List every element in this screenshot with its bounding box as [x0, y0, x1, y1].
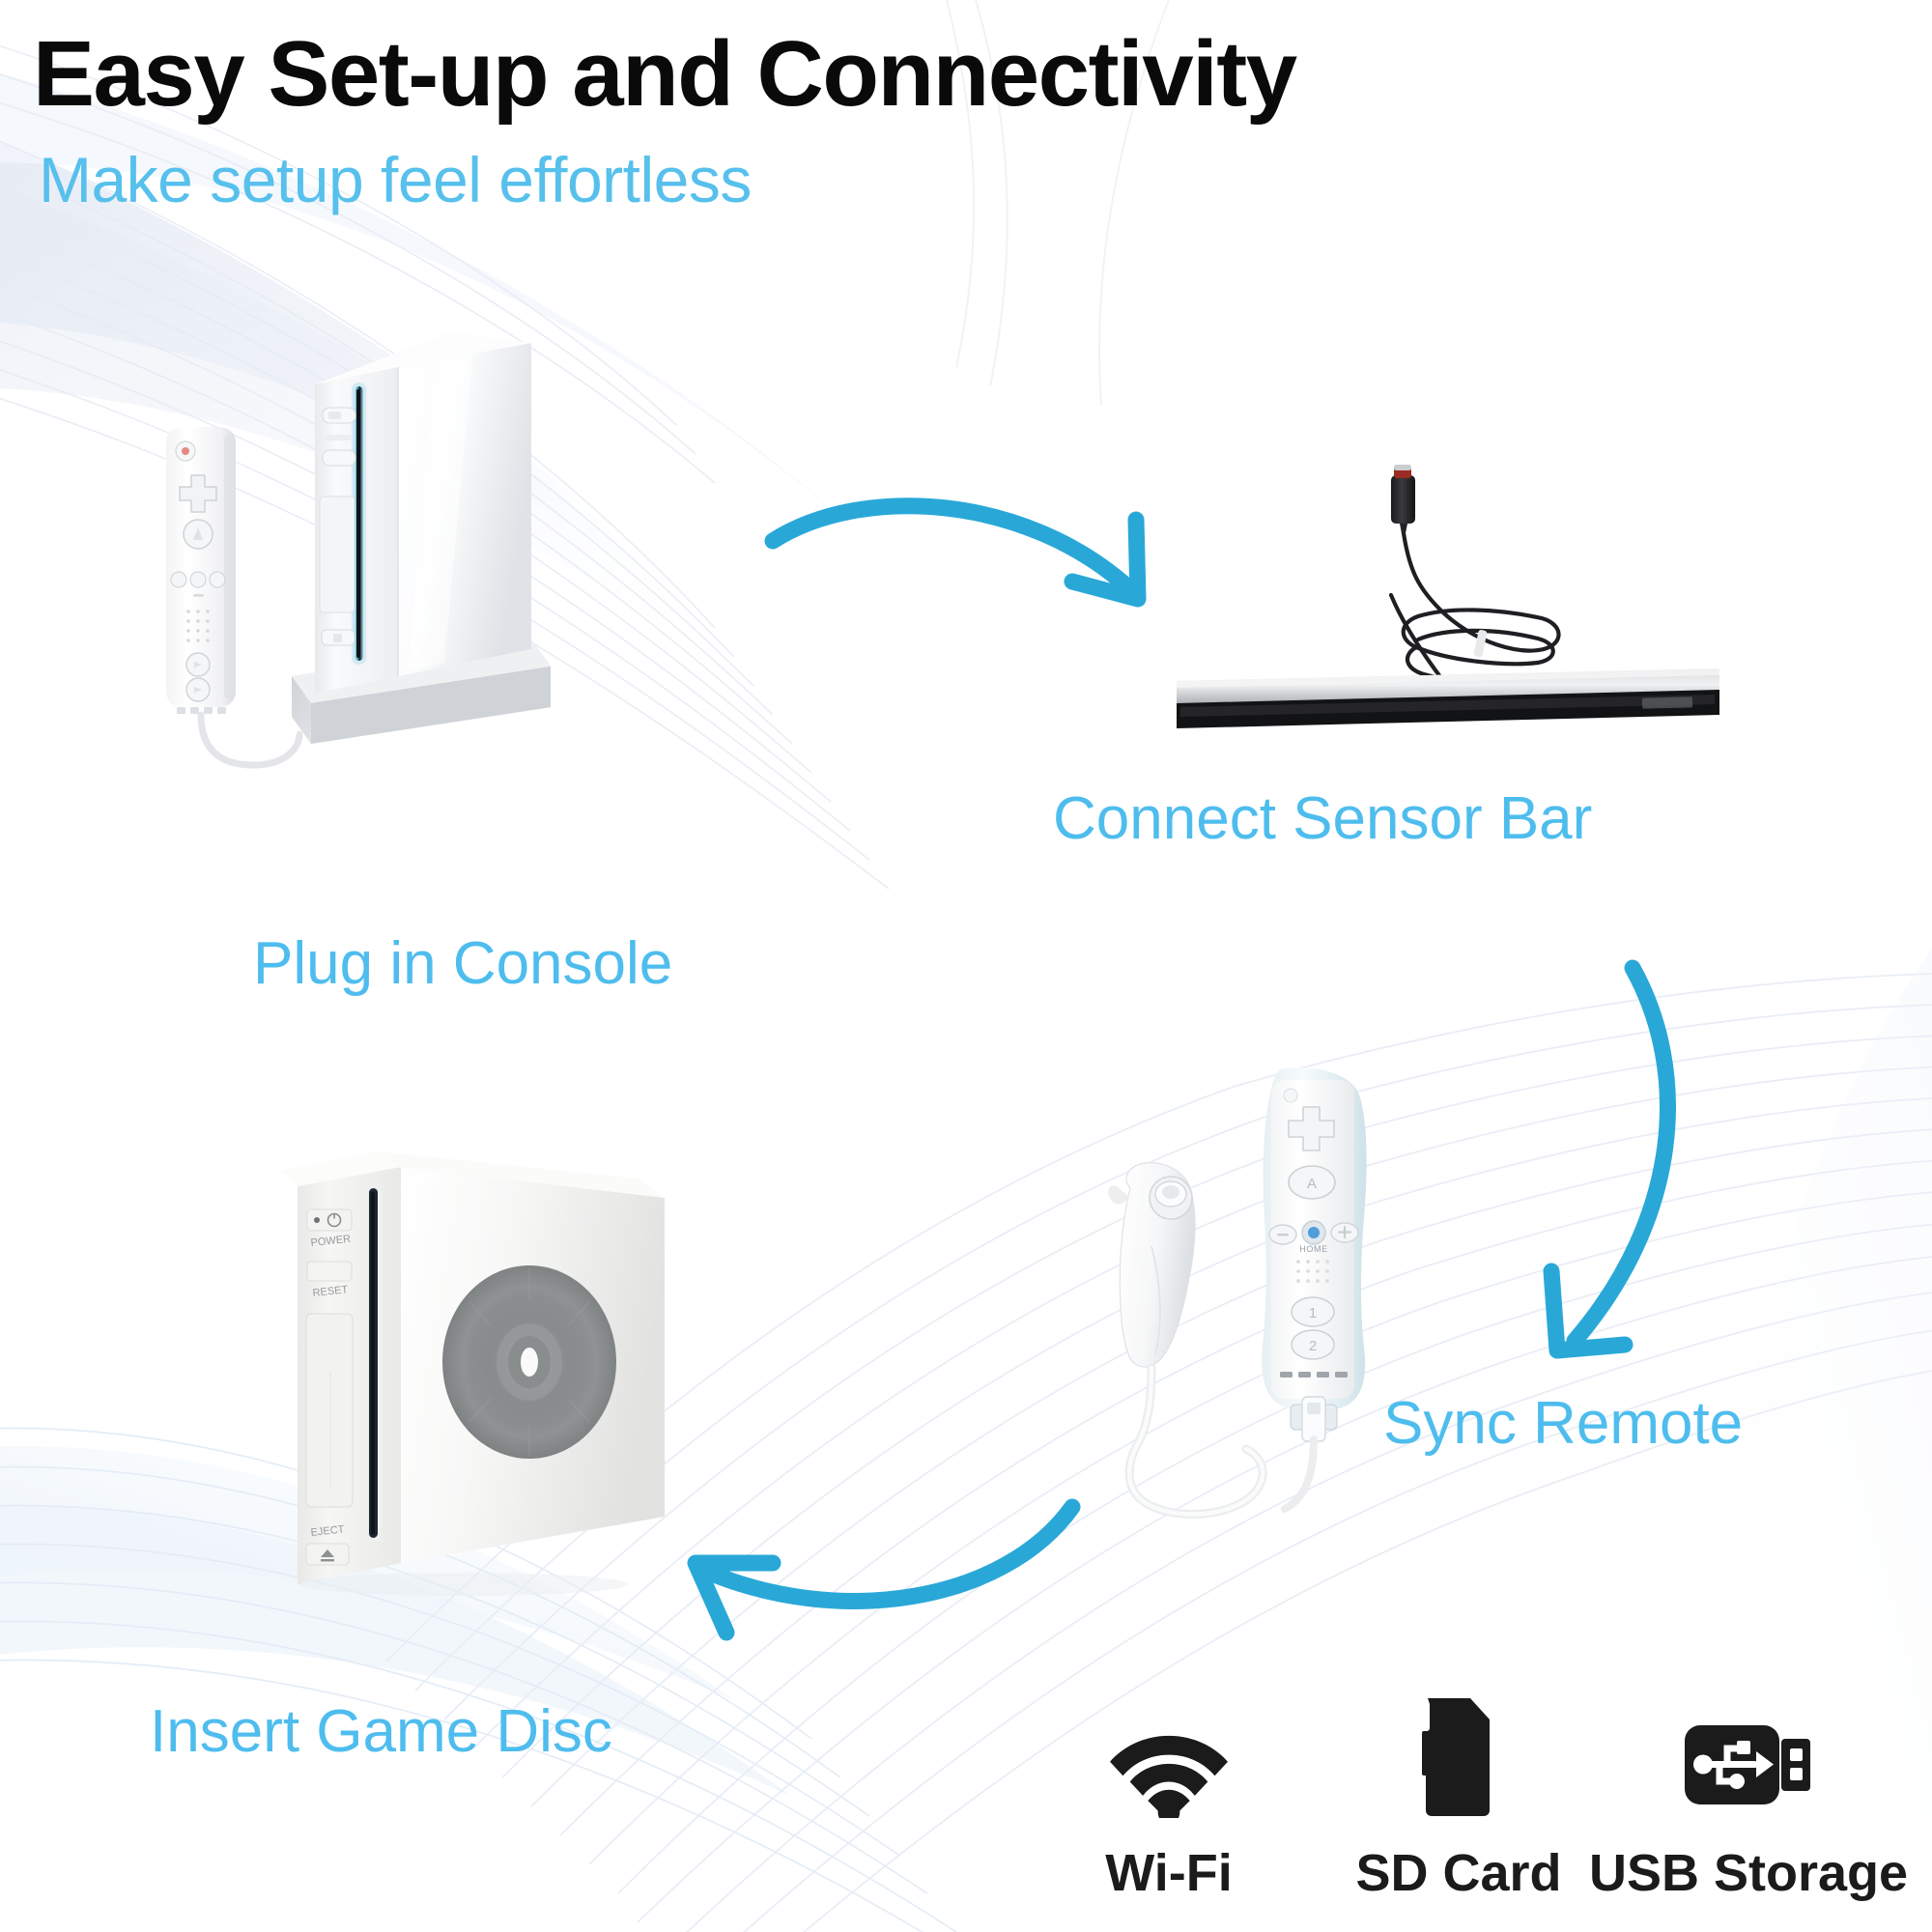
wifi-icon	[1109, 1673, 1229, 1818]
svg-text:HOME: HOME	[1299, 1244, 1327, 1254]
step-label-insert-game-disc: Insert Game Disc	[150, 1698, 612, 1765]
feature-usb-storage: USB Storage	[1589, 1673, 1908, 1903]
power-label: POWER	[310, 1234, 352, 1249]
feature-label-usb-storage: USB Storage	[1588, 1844, 1909, 1902]
sd-card-icon	[1420, 1673, 1497, 1818]
feature-label-wifi: Wi-Fi	[1105, 1844, 1233, 1902]
reset-label: RESET	[312, 1284, 349, 1299]
wii-console-with-disc-image: POWER RESET EJECT	[280, 1151, 665, 1596]
sensor-bar-plug	[1391, 465, 1415, 533]
console-body	[315, 332, 531, 694]
game-disc-graphic	[442, 1265, 616, 1459]
wii-remote	[166, 427, 303, 769]
svg-text:1: 1	[1309, 1305, 1317, 1321]
wii-remote-with-nunchuk-image: A HOME 1 2	[1108, 1067, 1367, 1519]
wii-sensor-bar-image	[1177, 465, 1719, 728]
eject-label: EJECT	[310, 1523, 345, 1539]
page-title: Easy Set-up and Connectivity	[33, 22, 1297, 126]
feature-label-sd-card: SD Card	[1355, 1844, 1562, 1902]
usb-storage-icon	[1681, 1673, 1816, 1818]
feature-list: Wi-Fi SD Card	[1038, 1642, 1908, 1903]
curved-arrow-right-icon	[764, 497, 1147, 608]
feature-sd-card: SD Card	[1328, 1673, 1589, 1903]
sensor-bar-body	[1177, 668, 1719, 728]
step-label-plug-in-console: Plug in Console	[253, 930, 673, 997]
svg-text:A: A	[1307, 1176, 1317, 1192]
step-label-connect-sensor-bar: Connect Sensor Bar	[1053, 785, 1593, 852]
step-label-sync-remote: Sync Remote	[1383, 1390, 1744, 1457]
curved-arrow-down-icon	[1543, 959, 1676, 1359]
svg-text:2: 2	[1309, 1338, 1317, 1354]
console-front-controls: POWER RESET EJECT	[305, 1208, 354, 1566]
curved-arrow-left-icon	[687, 1498, 1081, 1641]
nunchuk	[1108, 1162, 1267, 1519]
feature-wifi: Wi-Fi	[1038, 1673, 1299, 1903]
page-subtitle: Make setup feel effortless	[39, 144, 752, 215]
wii-console-with-remote-image	[166, 332, 551, 769]
wii-remote-jacketed: A HOME 1 2	[1262, 1067, 1367, 1513]
